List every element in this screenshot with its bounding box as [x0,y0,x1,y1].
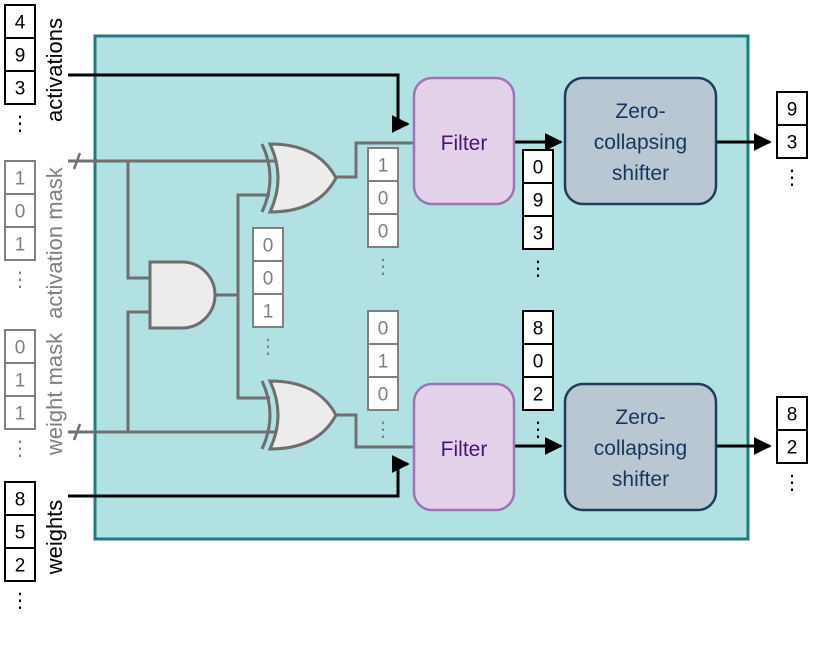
xor-gate-icon [260,379,338,451]
value-text: 0 [378,319,389,340]
and-output-stack: 0 0 1 ⋮ [252,227,284,358]
value-text: 0 [533,158,544,179]
value-text: 0 [378,189,389,210]
filter-top-output-stack: 0 9 3 ⋮ [522,149,554,280]
value-cell [367,376,399,411]
value-text: 1 [378,156,389,177]
and-gate-icon [148,260,217,330]
value-text: 4 [15,13,26,34]
value-cell [4,395,36,430]
xor-gate-icon [260,142,338,214]
shifter-bottom-output-stack: 8 2 ⋮ [776,396,808,494]
value-text: 1 [15,404,26,425]
ellipsis-text: ⋮ [528,256,548,280]
weight-mask-label: weight mask [42,332,67,456]
value-text: 9 [15,46,26,67]
value-cell [4,193,36,228]
weights-label: weights [42,500,67,576]
value-text: 0 [263,236,274,257]
value-text: 8 [533,319,544,340]
value-cell [4,329,36,364]
value-text: 0 [15,202,26,223]
weights-stack: 8 5 2 ⋮ [4,481,36,612]
value-text: 0 [533,352,544,373]
value-text: 2 [15,556,26,577]
shifter-label-line1: Zero- [615,100,665,123]
value-text: 3 [787,133,798,154]
value-text: 5 [15,523,26,544]
value-cell [522,215,554,250]
activations-stack: 4 9 3 ⋮ [4,4,36,135]
value-text: 1 [263,302,274,323]
mask-wiring [68,141,414,449]
value-cell [367,310,399,345]
ellipsis-text: ⋮ [782,165,802,189]
value-text: 0 [378,385,389,406]
shifter-label-line1: Zero- [615,406,665,429]
activation-mask-label: activation mask [42,166,67,319]
shifter-top-output-stack: 9 3 ⋮ [776,91,808,189]
value-text: 8 [787,405,798,426]
value-text: 0 [263,269,274,290]
value-cell [252,293,284,328]
filter-block-top: Filter [412,76,516,206]
ellipsis-text: ⋮ [10,588,30,612]
value-text: 1 [378,352,389,373]
ellipsis-text: ⋮ [10,436,30,460]
filter-label: Filter [441,438,488,461]
shifter-label-line2: collapsing [594,131,687,154]
filter-label: Filter [441,132,488,155]
ellipsis-text: ⋮ [10,267,30,291]
data-wiring [68,73,772,498]
value-text: 1 [15,371,26,392]
value-text: 1 [15,235,26,256]
value-cell [522,182,554,217]
ellipsis-text: ⋮ [373,254,393,278]
shifter-label-line2: collapsing [594,437,687,460]
shifter-label-line3: shifter [612,162,669,185]
value-cell [522,376,554,411]
value-cell [522,310,554,345]
value-cell [522,343,554,378]
value-cell [367,213,399,248]
shifter-block-bottom: Zero- collapsing shifter [563,382,718,512]
value-text: 1 [15,169,26,190]
value-cell [776,429,808,464]
xor-top-output-stack: 1 0 0 ⋮ [367,147,399,278]
value-cell [4,547,36,582]
filter-block-bottom: Filter [412,382,516,512]
activation-mask-stack: 1 0 1 ⋮ [4,160,36,291]
value-text: 9 [533,191,544,212]
shifter-label-line3: shifter [612,468,669,491]
value-text: 3 [15,79,26,100]
ellipsis-text: ⋮ [373,417,393,441]
bus-slash-marks [72,152,82,441]
value-cell [367,180,399,215]
filter-bottom-output-stack: 8 0 2 ⋮ [522,310,554,441]
xor-bottom-output-stack: 0 1 0 ⋮ [367,310,399,441]
value-cell [4,514,36,549]
ellipsis-text: ⋮ [528,417,548,441]
ellipsis-text: ⋮ [782,470,802,494]
value-stacks: 493⋮101⋮011⋮852⋮001⋮100⋮010⋮093⋮802⋮93⋮8… [4,4,808,612]
weight-mask-stack: 0 1 1 ⋮ [4,329,36,460]
value-text: 0 [378,222,389,243]
ellipsis-text: ⋮ [10,111,30,135]
value-text: 8 [15,490,26,511]
value-text: 2 [787,438,798,459]
value-cell [4,226,36,261]
value-cell [776,124,808,159]
activations-label: activations [42,18,67,122]
shifter-block-top: Zero- collapsing shifter [563,76,718,206]
ellipsis-text: ⋮ [258,334,278,358]
value-text: 2 [533,385,544,406]
value-text: 0 [15,338,26,359]
value-text: 9 [787,100,798,121]
value-cell [4,70,36,105]
value-text: 3 [533,224,544,245]
